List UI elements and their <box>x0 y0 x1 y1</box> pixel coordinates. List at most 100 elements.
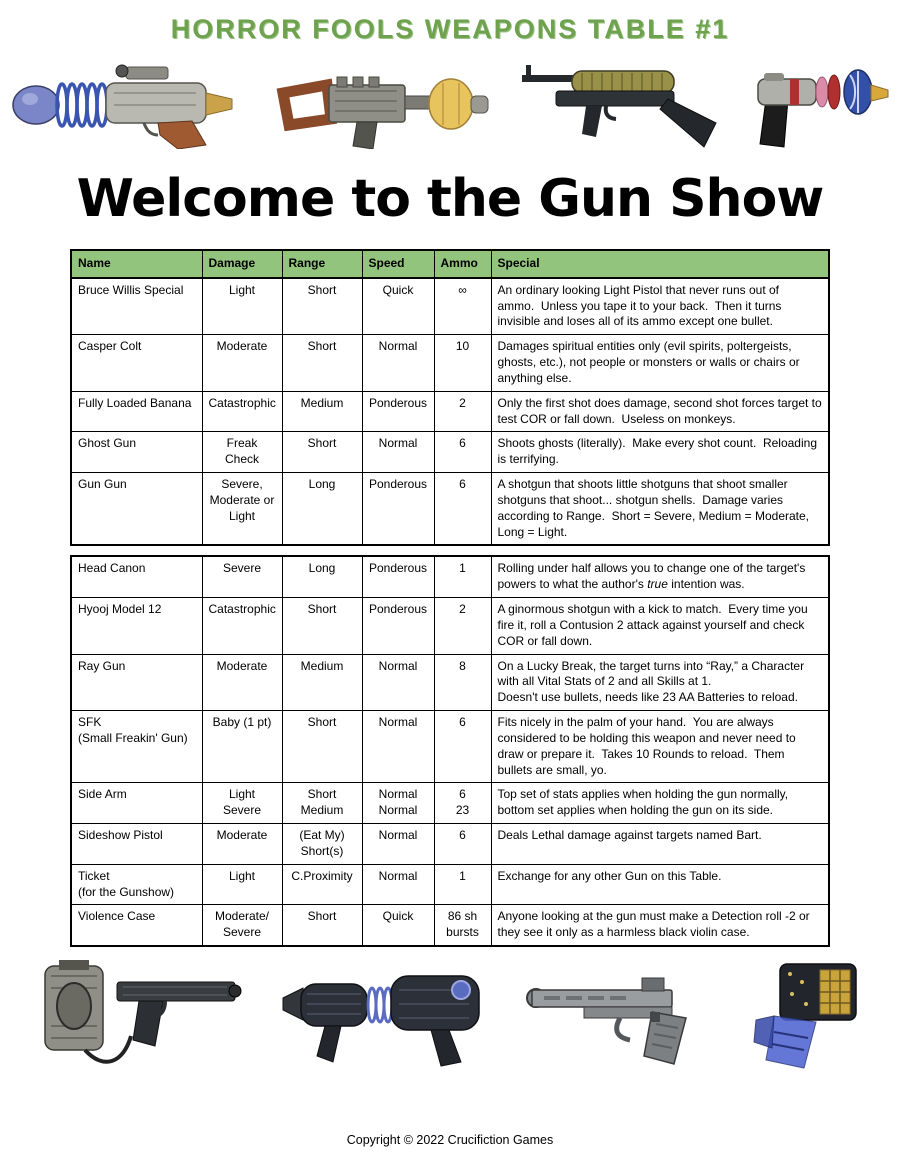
column-header: Name <box>70 249 203 279</box>
table-cell: ∞ <box>433 277 492 336</box>
bottom-gun-images <box>0 957 900 1075</box>
table-cell: Rolling under half allows you to change … <box>490 555 830 599</box>
blue-coil-ray-gun-image <box>12 64 233 149</box>
table-cell: Ponderous <box>361 597 435 655</box>
table-cell: Only the first shot does damage, second … <box>490 390 830 433</box>
table-cell: Ghost Gun <box>70 431 203 474</box>
black-rifle-with-olive-barrel-image <box>522 65 717 148</box>
column-header: Speed <box>361 249 435 279</box>
table-cell: Light <box>201 277 283 336</box>
table-cell: Sideshow Pistol <box>70 823 203 865</box>
table-cell: Medium <box>281 653 363 712</box>
table-cell: Ray Gun <box>70 653 203 712</box>
long-barrel-pistol-image <box>525 977 687 1065</box>
table-cell: Ponderous <box>361 555 435 599</box>
table-cell: Gun Gun <box>70 472 203 546</box>
table-cell: Short <box>281 904 363 947</box>
table-cell: Shoots ghosts (literally). Make every sh… <box>490 431 830 474</box>
table-cell: 6 <box>433 710 492 784</box>
table-cell: Short <box>281 277 363 336</box>
blue-scifi-blaster-image <box>752 963 857 1069</box>
table-cell: Normal <box>361 334 435 392</box>
table-cell: 2 <box>433 597 492 655</box>
table-cell: Ponderous <box>361 390 435 433</box>
table-cell: Bruce Willis Special <box>70 277 203 336</box>
column-header: Damage <box>201 249 283 279</box>
table-cell: Quick <box>361 277 435 336</box>
table-cell: Anyone looking at the gun must make a De… <box>490 904 830 947</box>
table-cell: Top set of stats applies when holding th… <box>490 782 830 825</box>
top-gun-images <box>0 55 900 151</box>
table-cell: A shotgun that shoots little shotguns th… <box>490 472 830 546</box>
table-cell: 1 <box>433 555 492 599</box>
pistol-with-battery-pack-image <box>43 959 241 1064</box>
table-cell: Moderate <box>201 653 283 712</box>
table-cell: Catastrophic <box>201 597 283 655</box>
table-cell: Normal <box>361 710 435 784</box>
table-cell: 1 <box>433 863 492 906</box>
table-cell: Exchange for any other Gun on this Table… <box>490 863 830 906</box>
table-cell: Quick <box>361 904 435 947</box>
table-cell: Casper Colt <box>70 334 203 392</box>
table-cell: Severe <box>201 555 283 599</box>
table-cell: Side Arm <box>70 782 203 825</box>
table-cell: Short <box>281 431 363 474</box>
disc-stack-ray-gun-image <box>757 69 889 148</box>
table-cell: Long <box>281 555 363 599</box>
table-cell: Long <box>281 472 363 546</box>
table-cell: Short <box>281 597 363 655</box>
table-cell: Normal <box>361 431 435 474</box>
column-header: Ammo <box>433 249 492 279</box>
table-cell: C.Proximity <box>281 863 363 906</box>
table-cell: On a Lucky Break, the target turns into … <box>490 653 830 712</box>
table-cell: 8 <box>433 653 492 712</box>
table-cell: Normal <box>361 653 435 712</box>
table-cell: Light <box>201 863 283 906</box>
table-cell: Violence Case <box>70 904 203 947</box>
table-cell: 10 <box>433 334 492 392</box>
table-cell: Normal <box>361 823 435 865</box>
table-cell: Head Canon <box>70 555 203 599</box>
table-cell: A ginormous shotgun with a kick to match… <box>490 597 830 655</box>
table-cell: Short <box>281 334 363 392</box>
table-cell: Fully Loaded Banana <box>70 390 203 433</box>
main-heading: Welcome to the Gun Show <box>76 169 825 229</box>
table-cell: Severe, Moderate or Light <box>201 472 283 546</box>
table-cell: 2 <box>433 390 492 433</box>
page-title: HORROR FOOLS WEAPONS TABLE #1 <box>170 14 730 44</box>
wood-stock-blaster-image <box>276 76 489 149</box>
table-cell: Ticket(for the Gunshow) <box>70 863 203 906</box>
table-cell: Catastrophic <box>201 390 283 433</box>
table-cell: Freak Check <box>201 431 283 474</box>
table-cell: Moderate/Severe <box>201 904 283 947</box>
table-cell: Moderate <box>201 334 283 392</box>
table-cell: Ponderous <box>361 472 435 546</box>
table-cell: Normal <box>361 863 435 906</box>
table-cell: Deals Lethal damage against targets name… <box>490 823 830 865</box>
table-cell: Moderate <box>201 823 283 865</box>
table-cell: Short <box>281 710 363 784</box>
table-cell: 6 <box>433 431 492 474</box>
